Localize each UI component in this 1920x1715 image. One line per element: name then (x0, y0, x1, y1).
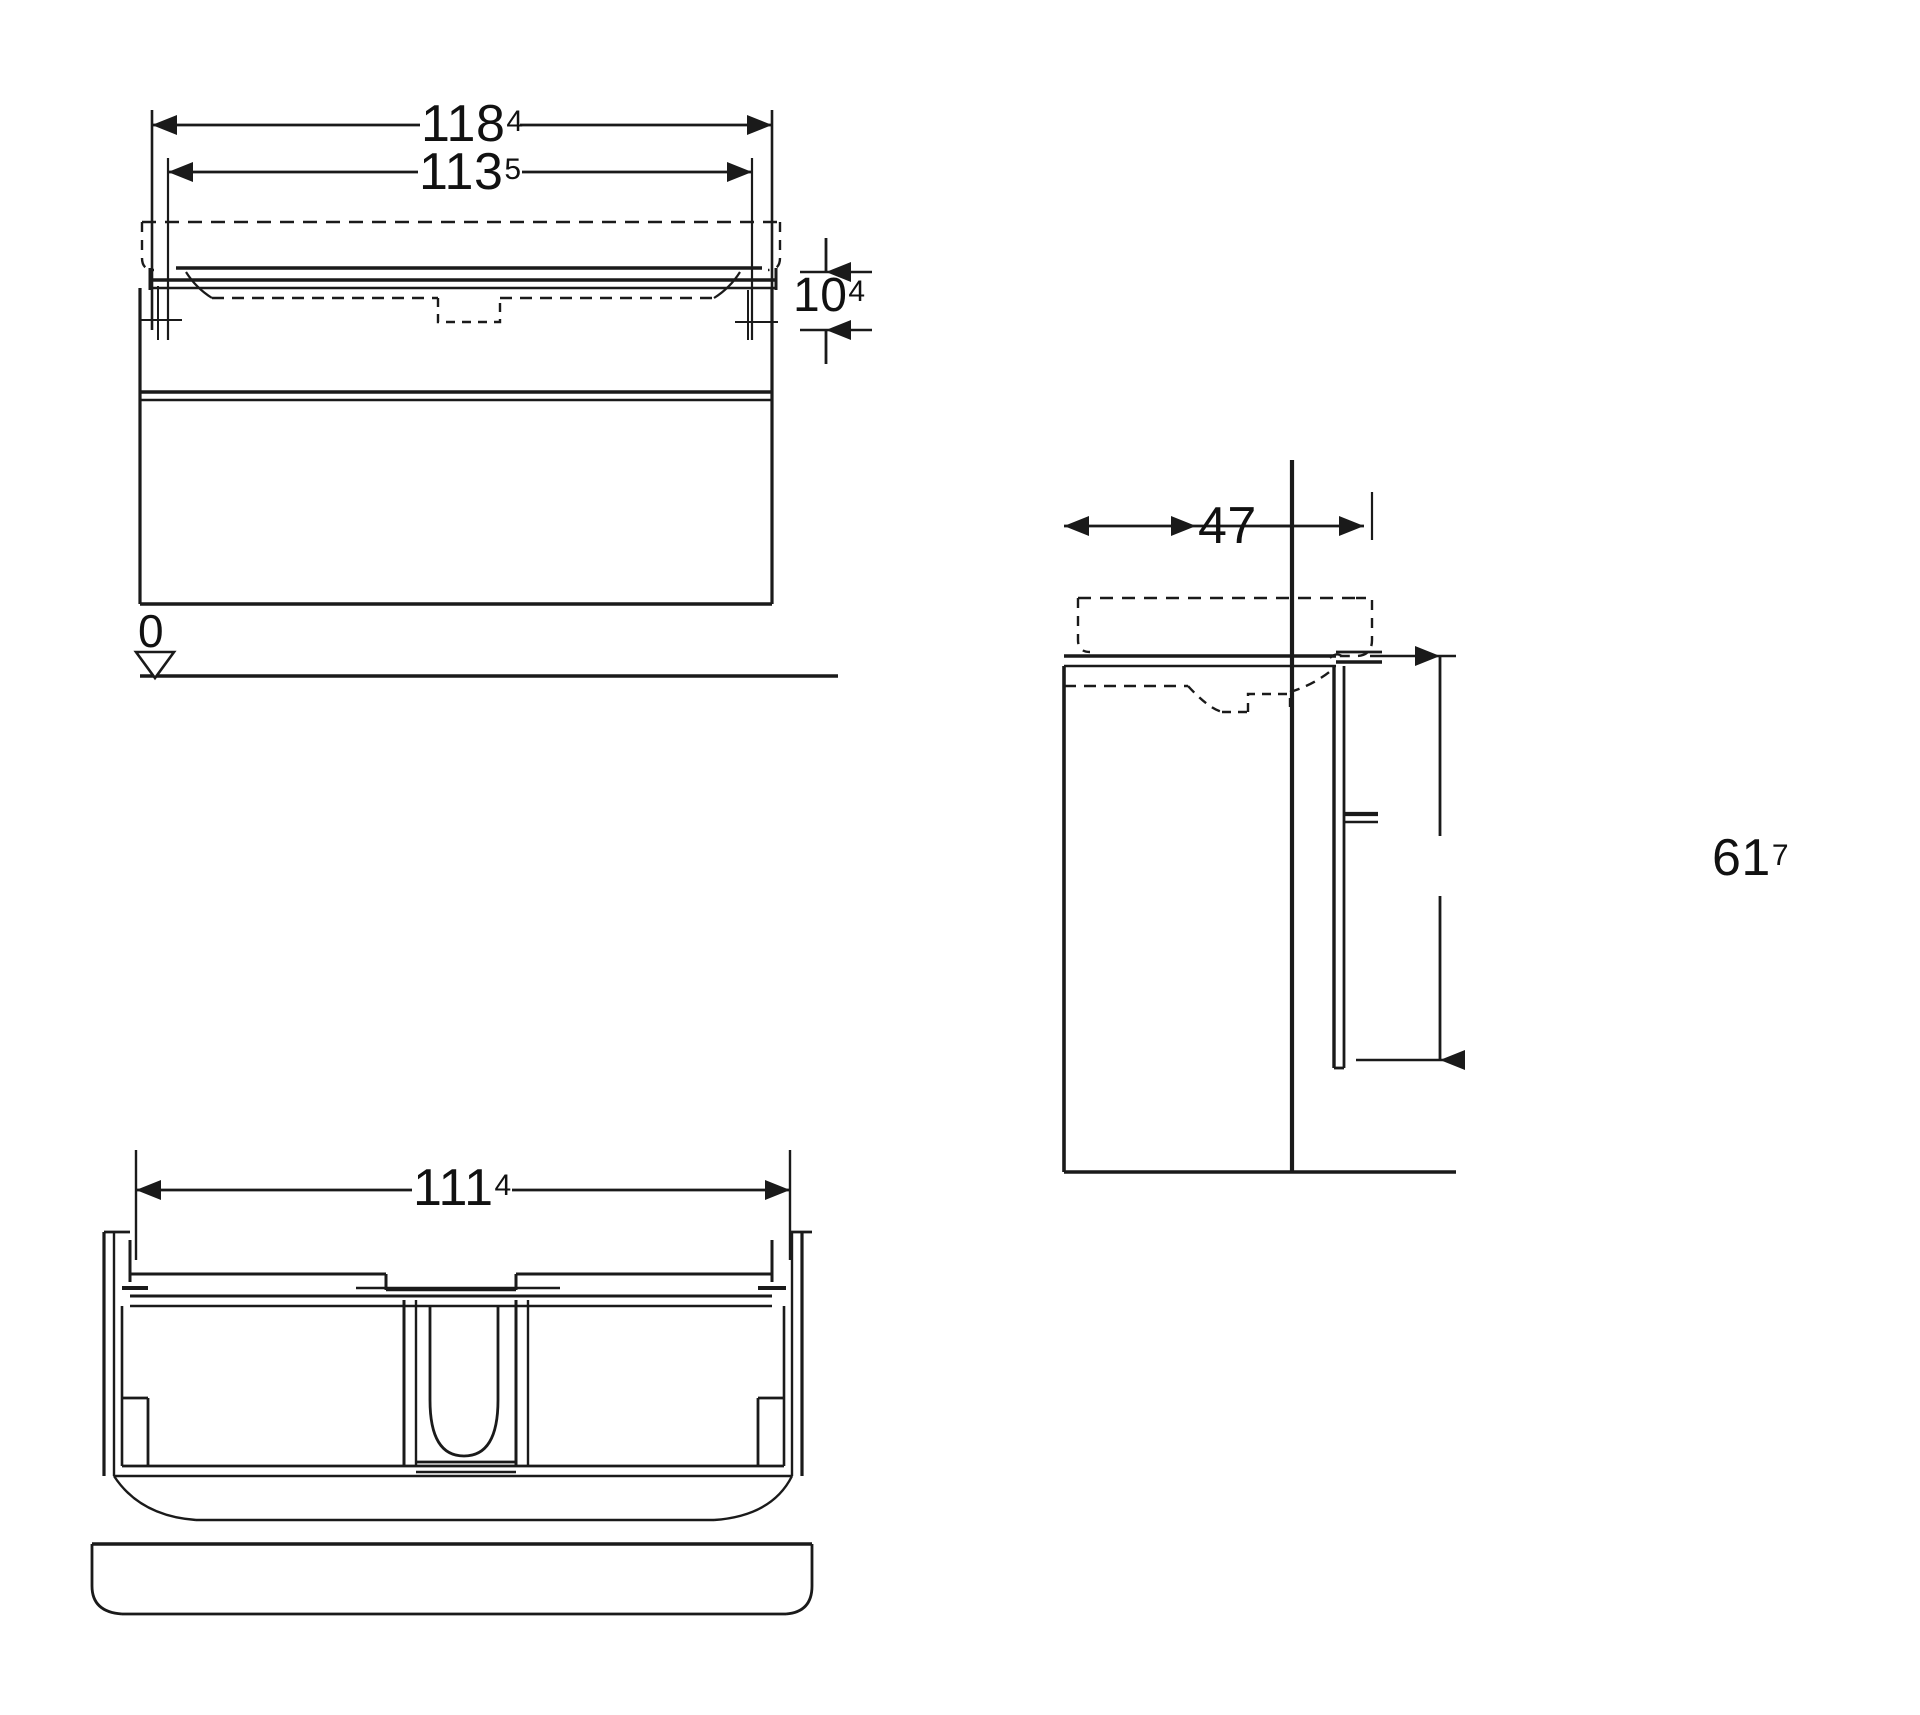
dimension-label-bottom-width: 1114 (413, 1159, 512, 1217)
dimension-label-depth: 47 (1198, 497, 1257, 555)
dimension-label-basin-height: 104 (793, 269, 866, 322)
dimension-label-overall-width: 1184 (421, 95, 524, 153)
bottom-view-group (90, 1150, 814, 1616)
dimension-label-cabinet-width: 1135 (419, 143, 522, 201)
dimension-label-overall-height: 617 (1712, 829, 1789, 887)
side-view-group (1062, 460, 1465, 1174)
datum-label-zero: 0 (138, 605, 165, 657)
front-view-group (133, 110, 872, 681)
